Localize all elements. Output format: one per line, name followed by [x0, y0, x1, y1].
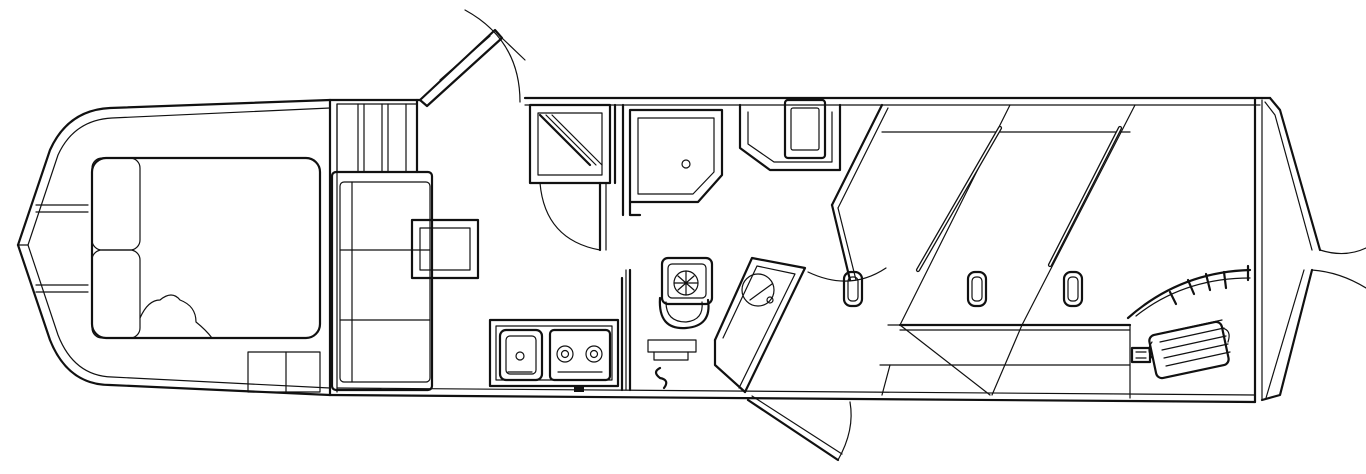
kitchen: [488, 268, 632, 392]
gooseneck-bedroom: [35, 156, 322, 393]
wall-cabinet: [783, 98, 827, 160]
entry-door: [418, 9, 526, 108]
outer-shell: [16, 96, 1366, 404]
sofa-dinette: [330, 170, 480, 392]
stall-divider-2: [991, 104, 1136, 396]
bathroom: [528, 103, 724, 252]
kitchen-sink: [498, 328, 544, 382]
shower-drain: [681, 159, 691, 169]
blanket-fold: [139, 294, 213, 339]
stall-window-1: [842, 270, 864, 308]
stove-cooktop: [548, 328, 612, 382]
horse-stalls: [807, 103, 1136, 399]
stall-window-2: [966, 270, 988, 308]
side-table: [410, 218, 480, 280]
refrigerator: [647, 339, 697, 390]
swivel-chair: [658, 256, 714, 330]
stall-divider-1: [887, 104, 1011, 396]
mattress: [90, 156, 322, 340]
rear-tack: [1126, 264, 1252, 380]
toilet: [538, 113, 592, 167]
stall-window-3: [1062, 270, 1084, 308]
pillow-top: [91, 157, 141, 251]
dresser: [738, 98, 842, 172]
saddle-rack: [1130, 319, 1231, 380]
shower: [628, 108, 724, 204]
tack-door: [713, 256, 852, 462]
wardrobe-cabinets: [336, 98, 419, 174]
pillow-bottom: [91, 249, 141, 339]
